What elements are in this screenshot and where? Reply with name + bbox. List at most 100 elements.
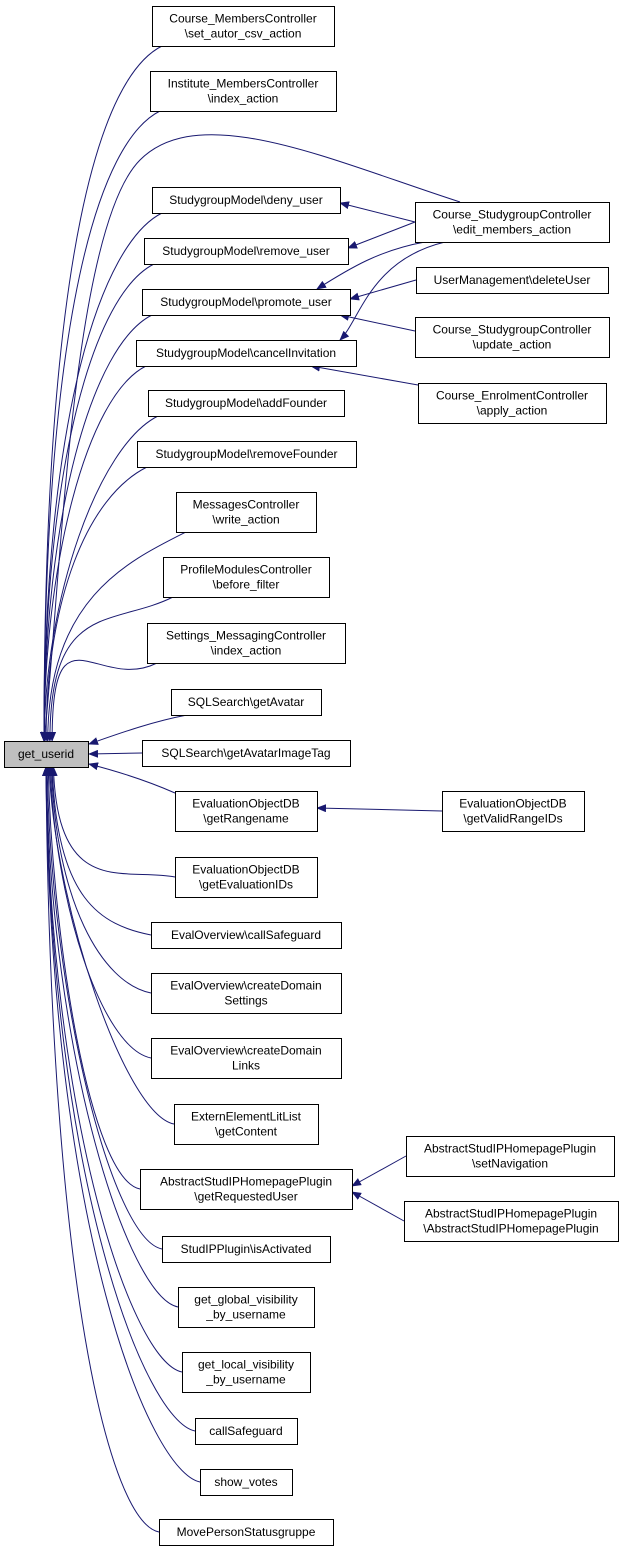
node-label: MovePersonStatusgruppe bbox=[177, 1525, 316, 1539]
graph-node[interactable]: show_votes bbox=[200, 1469, 293, 1496]
edge-n14-to-get_userid bbox=[88, 762, 176, 794]
graph-node[interactable]: EvalOverview\callSafeguard bbox=[151, 922, 342, 949]
node-label: \getRangename bbox=[203, 812, 289, 826]
edge-n5-to-get_userid bbox=[40, 314, 153, 742]
edge-n13-to-get_userid bbox=[88, 749, 143, 758]
node-box bbox=[175, 791, 318, 832]
graph-node[interactable]: StudygroupModel\promote_user bbox=[142, 289, 351, 316]
graph-node[interactable]: callSafeguard bbox=[195, 1418, 298, 1445]
edge-n24-to-get_userid bbox=[42, 766, 196, 1432]
node-box bbox=[175, 857, 318, 898]
node-label: EvaluationObjectDB bbox=[459, 797, 566, 811]
graph-node[interactable]: Course_EnrolmentController\apply_action bbox=[418, 383, 607, 424]
graph-node[interactable]: Settings_MessagingController\index_actio… bbox=[147, 623, 346, 664]
edge-n17-to-get_userid bbox=[47, 766, 152, 994]
node-label: AbstractStudIPHomepagePlugin bbox=[160, 1175, 332, 1189]
graph-node[interactable]: EvaluationObjectDB\getEvaluationIDs bbox=[175, 857, 318, 898]
graph-node[interactable]: AbstractStudIPHomepagePlugin\getRequeste… bbox=[140, 1169, 353, 1210]
node-label: StudygroupModel\promote_user bbox=[160, 295, 331, 309]
node-label: StudygroupModel\remove_user bbox=[162, 244, 329, 258]
graph-node[interactable]: Institute_MembersController\index_action bbox=[150, 71, 337, 112]
node-label: \getContent bbox=[215, 1125, 278, 1139]
node-box bbox=[150, 71, 337, 112]
node-box bbox=[176, 492, 317, 533]
node-label: \AbstractStudIPHomepagePlugin bbox=[423, 1222, 598, 1236]
graph-node[interactable]: ExternElementLitList\getContent bbox=[174, 1104, 319, 1145]
graph-node[interactable]: Course_StudygroupController\edit_members… bbox=[415, 202, 610, 243]
graph-node[interactable]: AbstractStudIPHomepagePlugin\setNavigati… bbox=[406, 1136, 615, 1177]
graph-node[interactable]: Course_MembersController\set_autor_csv_a… bbox=[152, 6, 335, 47]
node-box bbox=[174, 1104, 319, 1145]
node-box bbox=[142, 289, 351, 316]
node-label: \update_action bbox=[473, 338, 552, 352]
node-box bbox=[442, 791, 585, 832]
node-label: Course_EnrolmentController bbox=[436, 389, 588, 403]
graph-node[interactable]: MessagesController\write_action bbox=[176, 492, 317, 533]
edge-r4-to-n6 bbox=[310, 363, 419, 386]
graph-node[interactable]: EvaluationObjectDB\getRangename bbox=[175, 791, 318, 832]
edge-r3-to-n5 bbox=[339, 312, 416, 332]
graph-node[interactable]: Course_StudygroupController\update_actio… bbox=[415, 317, 610, 358]
edge-r1-to-n6 bbox=[339, 241, 446, 341]
node-box bbox=[140, 1169, 353, 1210]
graph-node[interactable]: StudygroupModel\removeFounder bbox=[137, 441, 357, 468]
nodes-layer: get_userid Course_MembersController\set_a… bbox=[4, 6, 619, 1546]
edge-n2-to-get_userid bbox=[40, 110, 161, 742]
node-box bbox=[148, 390, 345, 417]
graph-node[interactable]: StudIPPlugin\isActivated bbox=[162, 1236, 331, 1263]
edge-r1-to-n3 bbox=[339, 201, 416, 223]
node-box bbox=[415, 202, 610, 243]
graph-node[interactable]: StudygroupModel\remove_user bbox=[144, 238, 349, 265]
node-box bbox=[144, 238, 349, 265]
node-label: Course_MembersController bbox=[169, 12, 316, 26]
edge-n8-to-get_userid bbox=[42, 466, 148, 742]
node-box bbox=[195, 1418, 298, 1445]
graph-node[interactable]: StudygroupModel\addFounder bbox=[148, 390, 345, 417]
graph-node[interactable]: AbstractStudIPHomepagePlugin\AbstractStu… bbox=[404, 1201, 619, 1242]
edge-r2-to-n5 bbox=[349, 279, 417, 301]
node-box bbox=[152, 187, 341, 214]
node-label: callSafeguard bbox=[209, 1424, 282, 1438]
node-label: StudIPPlugin\isActivated bbox=[181, 1242, 312, 1256]
edge-n11-to-get_userid bbox=[48, 659, 158, 742]
graph-node[interactable]: ProfileModulesController\before_filter bbox=[163, 557, 330, 598]
node-label: StudygroupModel\addFounder bbox=[165, 396, 327, 410]
graph-node[interactable]: StudygroupModel\deny_user bbox=[152, 187, 341, 214]
graph-node[interactable]: get_global_visibility_by_username bbox=[178, 1287, 315, 1328]
node-label: \before_filter bbox=[213, 578, 280, 592]
node-box bbox=[200, 1469, 293, 1496]
node-label: Settings_MessagingController bbox=[166, 629, 326, 643]
node-label: \setNavigation bbox=[472, 1157, 548, 1171]
graph-node[interactable]: EvaluationObjectDB\getValidRangeIDs bbox=[442, 791, 585, 832]
graph-node[interactable]: SQLSearch\getAvatarImageTag bbox=[142, 740, 351, 767]
node-box bbox=[136, 340, 357, 367]
graph-node[interactable]: SQLSearch\getAvatar bbox=[171, 689, 322, 716]
node-box bbox=[151, 922, 342, 949]
graph-node[interactable]: StudygroupModel\cancelInvitation bbox=[136, 340, 357, 367]
node-label: get_global_visibility bbox=[194, 1293, 297, 1307]
graph-node[interactable]: MovePersonStatusgruppe bbox=[159, 1519, 334, 1546]
node-box bbox=[416, 267, 609, 294]
edge-n18-to-get_userid bbox=[46, 766, 152, 1059]
graph-node[interactable]: get_local_visibility_by_username bbox=[182, 1352, 311, 1393]
node-box bbox=[137, 441, 357, 468]
edge-n22-to-get_userid bbox=[42, 766, 179, 1308]
edge-r5-to-n14 bbox=[316, 804, 443, 813]
node-label: EvalOverview\createDomain bbox=[170, 1044, 321, 1058]
node-box bbox=[151, 1038, 342, 1079]
edge-r1-to-get_userid bbox=[41, 134, 461, 742]
node-box bbox=[418, 383, 607, 424]
node-label: \getRequestedUser bbox=[194, 1190, 297, 1204]
node-label: show_votes bbox=[214, 1475, 277, 1489]
node-box bbox=[151, 973, 342, 1014]
graph-node[interactable]: UserManagement\deleteUser bbox=[416, 267, 609, 294]
node-label: \index_action bbox=[211, 644, 282, 658]
node-label: get_userid bbox=[18, 747, 74, 761]
node-box bbox=[159, 1519, 334, 1546]
root-node-get-userid[interactable]: get_userid bbox=[4, 741, 89, 768]
node-label: \edit_members_action bbox=[453, 223, 571, 237]
node-label: _by_username bbox=[205, 1308, 286, 1322]
